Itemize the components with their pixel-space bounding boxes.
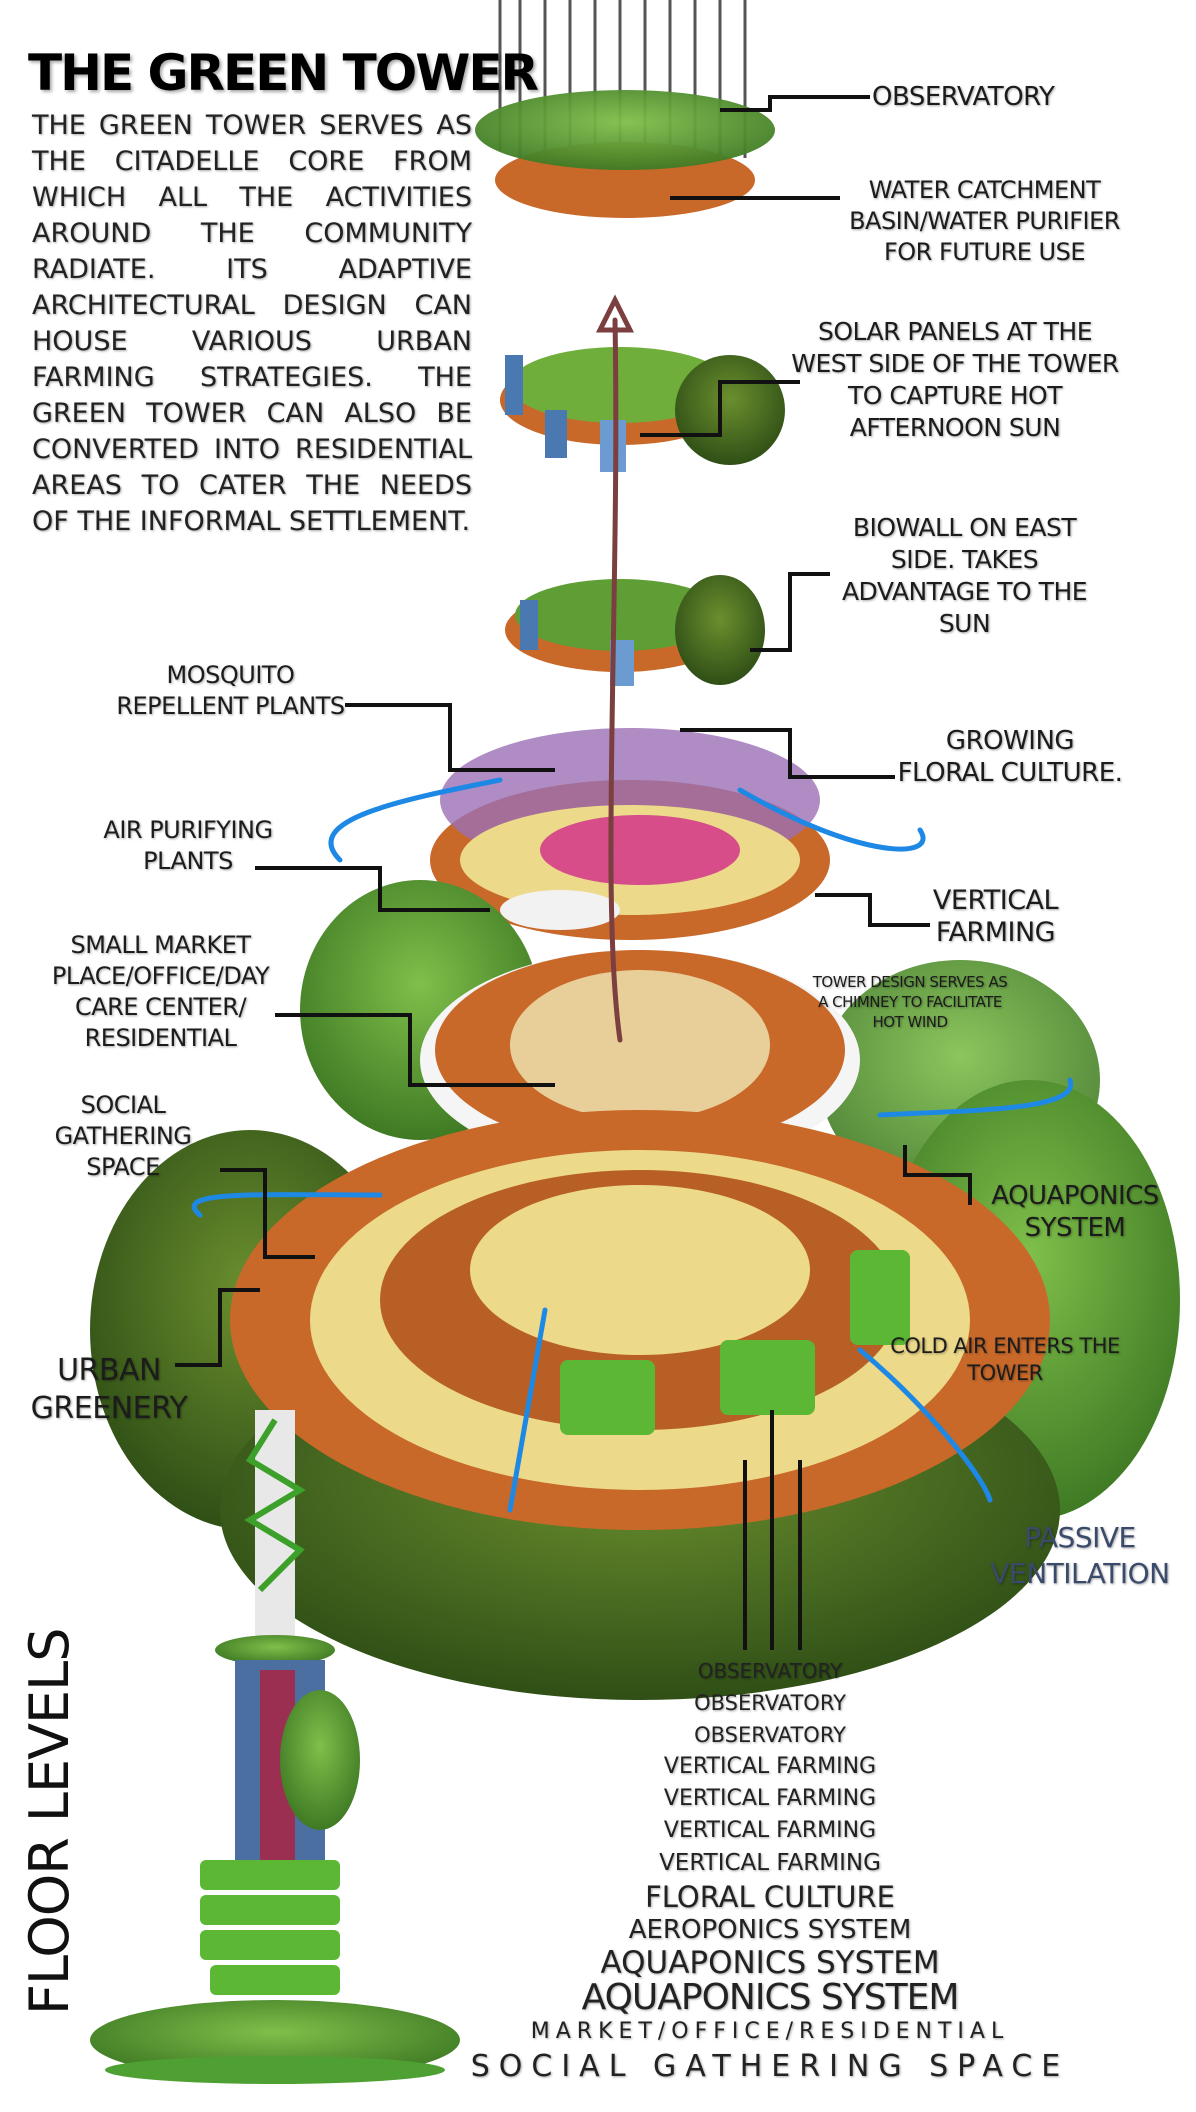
callout-line: AIR PURIFYING xyxy=(103,816,273,844)
callout-line: GATHERING xyxy=(54,1122,192,1150)
callout-line: TOWER xyxy=(967,1361,1043,1385)
callout-observatory-text: OBSERVATORY xyxy=(872,82,1055,112)
callout-line: FARMING xyxy=(935,917,1056,948)
callout-passive-ventilation: PASSIVE VENTILATION xyxy=(990,1520,1170,1592)
callout-line: HOT WIND xyxy=(872,1013,948,1031)
callout-line: AFTERNOON SUN xyxy=(849,413,1061,442)
floor-level-item: OBSERVATORY xyxy=(697,1659,843,1683)
ground-level xyxy=(90,1080,1180,1700)
callout-line: REPELLENT PLANTS xyxy=(116,692,345,720)
callout-cold-air: COLD AIR ENTERS THE TOWER xyxy=(870,1333,1140,1387)
floor-levels-heading: FLOOR LEVELS xyxy=(18,1628,81,2015)
tower-elevation xyxy=(90,1410,460,2084)
callout-line: COLD AIR ENTERS THE xyxy=(890,1334,1120,1358)
callout-line: BIOWALL ON EAST xyxy=(852,513,1077,542)
callout-line: A CHIMNEY TO FACILITATE xyxy=(818,993,1002,1011)
callout-water-catchment: WATER CATCHMENT BASIN/WATER PURIFIER FOR… xyxy=(842,175,1127,268)
callout-line: VERTICAL xyxy=(932,885,1059,916)
callout-line: ADVANTAGE TO THE xyxy=(841,577,1088,606)
callout-mosquito-repellent: MOSQUITO REPELLENT PLANTS xyxy=(108,660,353,722)
floor-level-item: AQUAPONICS SYSTEM xyxy=(581,1977,960,2018)
callout-vertical-farming: VERTICAL FARMING xyxy=(928,885,1063,949)
callout-line: URBAN xyxy=(57,1353,161,1388)
floor-level-item: VERTICAL FARMING xyxy=(663,1786,877,1811)
page-title: THE GREEN TOWER xyxy=(28,44,539,102)
callout-line: MOSQUITO xyxy=(166,661,295,689)
floral-level xyxy=(430,728,830,940)
floor-level-item: OBSERVATORY xyxy=(694,1691,846,1715)
floor-level-item: FLORAL CULTURE xyxy=(645,1880,895,1914)
callout-growing-floral: GROWING FLORAL CULTURE. xyxy=(890,725,1130,789)
floor-level-item: SOCIAL GATHERING SPACE xyxy=(470,2049,1070,2084)
callout-line: WATER CATCHMENT xyxy=(868,176,1101,204)
solar-panel-level xyxy=(500,347,785,472)
callout-line: SPACE xyxy=(86,1153,160,1181)
floor-level-item: VERTICAL FARMING xyxy=(659,1850,881,1876)
floor-level-item: MARKET/OFFICE/RESIDENTIAL xyxy=(530,2019,1010,2044)
callout-line: SOCIAL xyxy=(80,1091,166,1119)
floor-level-item: OBSERVATORY xyxy=(694,1723,846,1747)
callout-line: PLANTS xyxy=(143,847,233,875)
callout-line: FLORAL CULTURE. xyxy=(897,758,1123,788)
floor-level-item: VERTICAL FARMING xyxy=(663,1754,877,1779)
callout-line: GROWING xyxy=(945,726,1075,756)
cold-air-arrows xyxy=(191,777,1074,1513)
callout-line: SMALL MARKET xyxy=(70,931,251,959)
callout-line: RESIDENTIAL xyxy=(84,1024,237,1052)
callout-line: SIDE. TAKES xyxy=(890,545,1039,574)
callout-line: WEST SIDE OF THE TOWER xyxy=(791,349,1119,378)
callout-line: FOR FUTURE USE xyxy=(883,238,1086,266)
callout-solar-panels: SOLAR PANELS AT THE WEST SIDE OF THE TOW… xyxy=(790,316,1120,444)
callout-urban-greenery: URBAN GREENERY xyxy=(24,1352,194,1428)
callout-line: VENTILATION xyxy=(990,1557,1170,1590)
callout-aquaponics: AQUAPONICS SYSTEM xyxy=(975,1180,1175,1244)
callout-line: TO CAPTURE HOT xyxy=(848,381,1062,410)
floor-level-item: AEROPONICS SYSTEM xyxy=(628,1915,912,1945)
floor-levels-list: OBSERVATORY OBSERVATORY OBSERVATORY VERT… xyxy=(420,1655,1120,2086)
callout-social-gathering: SOCIAL GATHERING SPACE xyxy=(38,1090,208,1183)
callout-line: BASIN/WATER PURIFIER xyxy=(849,207,1120,235)
callout-biowall: BIOWALL ON EAST SIDE. TAKES ADVANTAGE TO… xyxy=(832,512,1097,640)
callout-line: CARE CENTER/ xyxy=(74,993,247,1021)
hot-air-arrow xyxy=(595,294,635,1043)
callout-line: PLACE/OFFICE/DAY xyxy=(51,962,270,990)
floor-level-item: AQUAPONICS SYSTEM xyxy=(600,1945,940,1981)
callout-observatory: OBSERVATORY xyxy=(872,82,1055,113)
biowall-level xyxy=(505,575,765,686)
callout-lines xyxy=(175,95,972,1650)
callout-line: AQUAPONICS xyxy=(991,1181,1159,1211)
callout-air-purifying: AIR PURIFYING PLANTS xyxy=(88,815,288,877)
callout-line: PASSIVE xyxy=(1024,1521,1136,1554)
callout-line: SOLAR PANELS AT THE xyxy=(817,317,1093,346)
callout-line: TOWER DESIGN SERVES AS xyxy=(812,973,1008,991)
callout-line: SUN xyxy=(938,609,991,638)
callout-line: SYSTEM xyxy=(1024,1213,1126,1243)
floor-level-item: VERTICAL FARMING xyxy=(663,1818,877,1843)
callout-chimney: TOWER DESIGN SERVES AS A CHIMNEY TO FACI… xyxy=(780,972,1040,1032)
callout-line: GREENERY xyxy=(30,1391,188,1426)
tower-description: THE GREEN TOWER SERVES AS THE CITADELLE … xyxy=(32,110,472,537)
callout-small-market: SMALL MARKET PLACE/OFFICE/DAY CARE CENTE… xyxy=(28,930,293,1054)
